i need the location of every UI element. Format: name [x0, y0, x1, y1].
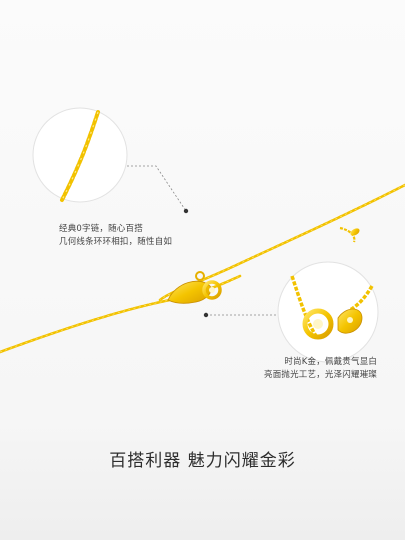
detail-circle-left — [32, 107, 128, 203]
clasp-group — [167, 271, 222, 304]
headline: 百搭利器 魅力闪耀金彩 — [109, 451, 296, 471]
callout-right-line2: 亮面抛光工艺，光泽闪耀璀璨 — [264, 370, 378, 380]
end-tag — [350, 228, 360, 236]
callout-right-line1: 时尚K金，佩戴贵气显白 — [284, 357, 378, 367]
leader-line-left — [127, 165, 187, 212]
callout-left-text: 经典0字链，随心百搭 几何线条环环相扣，随性自如 — [59, 223, 172, 249]
callout-left-line2: 几何线条环环相扣，随性自如 — [59, 237, 173, 247]
callout-right-text: 时尚K金，佩戴贵气显白 亮面抛光工艺，光泽闪耀璀璨 — [264, 356, 377, 382]
callout-left-line1: 经典0字链，随心百搭 — [59, 224, 143, 234]
chain-strand-lower — [0, 274, 242, 354]
detail-circle-right — [277, 261, 379, 363]
